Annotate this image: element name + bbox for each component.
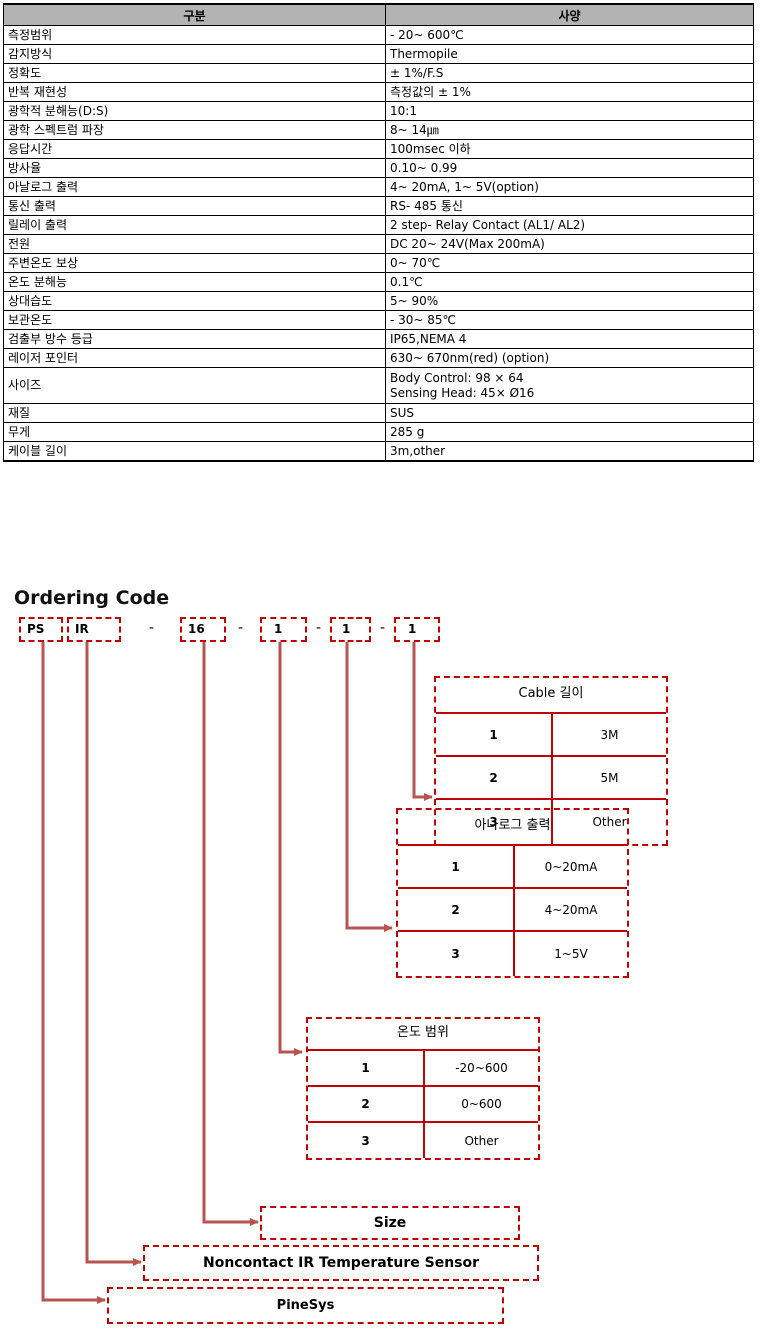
table-row: 1 -20~600 (308, 1051, 538, 1087)
code-box-size: 16 (180, 617, 226, 642)
code-box-analog: 1 (330, 617, 371, 642)
code-box-temp: 1 (260, 617, 307, 642)
table-row: 1 3M (436, 714, 666, 757)
spec-label: 검출부 방수 등급 (3, 329, 386, 349)
spec-label: 반복 재현성 (3, 82, 386, 102)
code-box-ir: IR (67, 617, 121, 642)
analog-code: 2 (398, 889, 515, 930)
arrow-temp (278, 642, 303, 1056)
spec-label: 무게 (3, 422, 386, 442)
table-row: 2 4~20mA (398, 889, 627, 932)
temp-code: 2 (308, 1087, 425, 1121)
arrow-analog (345, 642, 393, 932)
table-row: 1 0~20mA (398, 846, 627, 889)
spec-label: 사이즈 (3, 367, 386, 404)
temp-code: 1 (308, 1051, 425, 1085)
temp-value: -20~600 (455, 1061, 508, 1075)
spec-value: DC 20~ 24V(Max 200mA) (385, 234, 754, 254)
code-separator: - (149, 620, 155, 636)
spec-value: IP65,NEMA 4 (385, 329, 754, 349)
table-row: 광학적 분해능(D:S)10:1 (3, 101, 754, 121)
analog-code: 1 (398, 846, 515, 887)
cable-value: Other (592, 815, 627, 829)
temp-value: 0~600 (461, 1097, 502, 1111)
cable-table-title: Cable 길이 (436, 678, 666, 714)
cable-code: 2 (436, 757, 553, 798)
code-box-ps: PS (19, 617, 63, 642)
code-separator: - (316, 620, 322, 636)
spec-value: 285 g (385, 422, 754, 442)
spec-value: 630~ 670nm(red) (option) (385, 348, 754, 368)
spec-header-spec: 사양 (385, 3, 754, 26)
code-separator: - (238, 620, 244, 636)
temp-value: Other (464, 1133, 499, 1148)
size-body-control: Body Control: 98 × 64 (390, 370, 524, 385)
cable-value: 3M (600, 727, 619, 742)
table-row: 2 0~600 (308, 1087, 538, 1123)
cable-code: 3 (436, 800, 553, 844)
spec-header-row: 구분 사양 (3, 3, 754, 26)
spec-value: 3m,other (385, 441, 754, 462)
spec-header-category: 구분 (3, 3, 386, 26)
cable-value: 5M (600, 770, 619, 785)
spec-value: 0~ 70℃ (385, 253, 754, 273)
analog-value: 0~20mA (544, 859, 598, 874)
code-box-cable: 1 (394, 617, 440, 642)
ordering-code-title: Ordering Code (14, 587, 170, 609)
analog-output-table: 아나로그 출력 1 0~20mA 2 4~20mA 3 1~5V (396, 808, 629, 978)
spec-value: 100msec 이하 (385, 139, 754, 159)
legend-sensor: Noncontact IR Temperature Sensor (143, 1245, 539, 1281)
table-row: 3 Other (436, 800, 666, 844)
spec-value: 2 step- Relay Contact (AL1/ AL2) (385, 215, 754, 235)
table-row: 3 1~5V (398, 932, 627, 976)
size-sensing-head: Sensing Head: 45× Ø16 (390, 385, 535, 400)
temp-code: 3 (308, 1123, 425, 1158)
arrow-brand (41, 642, 106, 1304)
analog-value: 1~5V (554, 947, 588, 961)
arrow-sensor (85, 642, 142, 1266)
arrow-size (202, 642, 259, 1226)
spec-value: 0.1℃ (385, 272, 754, 292)
arrow-cable (412, 642, 433, 801)
legend-brand: PineSys (107, 1287, 504, 1324)
analog-code: 3 (398, 932, 515, 976)
table-row: 2 5M (436, 757, 666, 800)
analog-value: 4~20mA (544, 902, 598, 917)
cable-code: 1 (436, 714, 553, 755)
code-separator: - (380, 620, 386, 636)
temp-table-title: 온도 범위 (308, 1019, 538, 1051)
table-row: 3 Other (308, 1123, 538, 1158)
legend-size: Size (260, 1206, 520, 1240)
table-row: 정확도± 1%/F.S (3, 63, 754, 83)
analog-table-title: 아나로그 출력 (398, 810, 627, 846)
temperature-range-table: 온도 범위 1 -20~600 2 0~600 3 Other (306, 1017, 540, 1160)
